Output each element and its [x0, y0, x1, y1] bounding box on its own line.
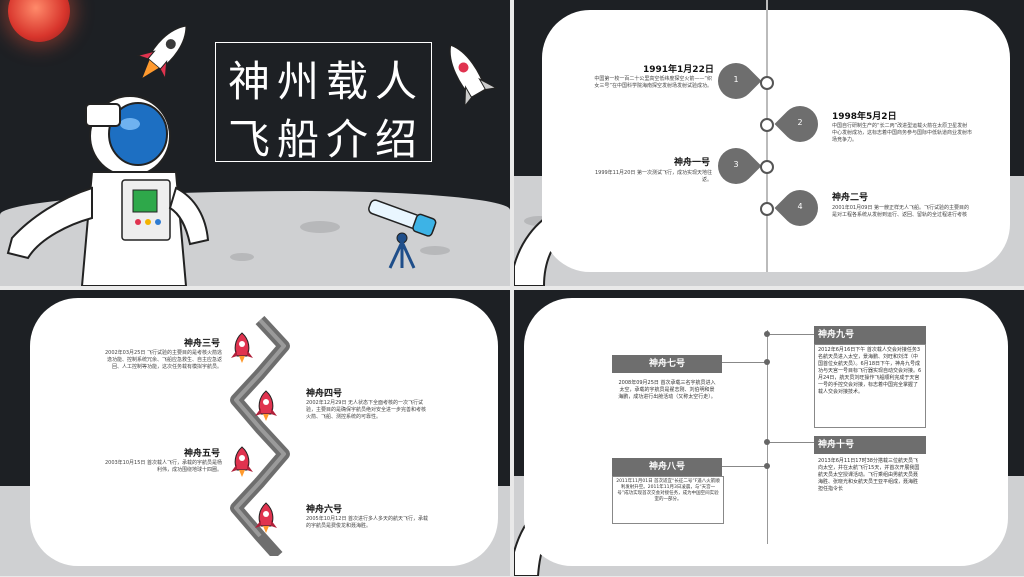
rocket-icon [231, 332, 253, 363]
rocket-icon [449, 43, 498, 108]
card-text: 2012年6月16日下午 首次载人交会对接任务3名航天员进入太空，景海鹏、刘旺和… [818, 347, 922, 395]
marker-number: 3 [733, 160, 739, 169]
timeline-chain [230, 316, 290, 556]
event-text: 2001年01月09日 第一艘正样无人飞船。飞行试验的主要目的是对工程各系统从发… [832, 205, 970, 218]
content-card [524, 298, 1008, 566]
rocket-icon [255, 390, 277, 421]
timeline-dot [764, 331, 770, 337]
event-date: 神舟二号 [832, 193, 869, 203]
event-text: 2003年10月15日 首次载人飞行，承载的宇航员是杨利伟，成功围绕地球十四圈。 [104, 460, 222, 473]
event-text: 2002年12月29日 无人状态下全面考核的一次飞行试验，主要目的是确保宇航员绝… [306, 400, 427, 420]
rocket-icon [135, 24, 187, 81]
event-text: 中国自行研制生产的“长二丙”改进型运载火箭在太原卫星发射中心发射成功，这标志着中… [832, 123, 973, 143]
timeline-dot [760, 160, 774, 174]
connector-line [767, 334, 815, 335]
card-text: 2013年6月11日17时38分搭载三位航天员飞向太空，并在太航飞行15天，并首… [818, 458, 920, 492]
card-title-bar: 神舟九号 [814, 326, 926, 344]
timeline-dot [760, 76, 774, 90]
card-title-bar: 神舟八号 [612, 458, 722, 476]
card-text: 2008年09月25日 首次承载三名宇航员进入太空，承载的宇航员是翟志刚、刘伯明… [618, 380, 716, 400]
timeline-axis [767, 330, 768, 544]
timeline-dot [760, 118, 774, 132]
marker-number: 4 [797, 202, 803, 211]
timeline-slide-1: 1991年1月22日 中国第一枚一百二十公里高空低纬度探空火箭——“织女三号”在… [514, 0, 1024, 286]
marker-number: 1 [733, 75, 739, 84]
event-title: 神舟四号 [306, 389, 343, 399]
card-box [814, 344, 926, 428]
timeline-dot [760, 202, 774, 216]
content-card [542, 10, 1010, 272]
rocket-icon [231, 446, 253, 477]
cards-slide: 神舟七号 2008年09月25日 首次承载三名宇航员进入太空，承载的宇航员是翟志… [514, 290, 1024, 576]
rocket-icon [255, 502, 277, 533]
telescope-icon [368, 199, 437, 269]
event-text: 1999年11月20日 第一次测试飞行，成功实现天地往返。 [594, 170, 712, 183]
event-title: 神舟五号 [184, 449, 221, 459]
connector-line [722, 362, 768, 363]
event-text: 中国第一枚一百二十公里高空低纬度探空火箭——“织女三号”在中国科学院海南探空发射… [594, 76, 712, 89]
title-slide: 神州载人 飞船介绍 [0, 0, 510, 286]
connector-line [722, 466, 768, 467]
marker-number: 2 [797, 118, 803, 127]
event-date: 1991年1月22日 [643, 65, 714, 75]
timeline-dot [764, 463, 770, 469]
event-text: 2005年10月12日 首次进行多人多天的航天飞行，承载的宇航员是费俊龙和聂海胜… [306, 516, 429, 529]
timeline-dot [764, 359, 770, 365]
card-text: 2011年11月01日 首次适宜“长征二号”F遥八火箭顺利发射升空。2011年1… [616, 479, 720, 502]
event-date: 1998年5月2日 [832, 112, 897, 122]
title-frame [215, 42, 432, 162]
planet-icon [8, 0, 70, 42]
card-box [612, 476, 724, 524]
card-title-bar: 神舟七号 [612, 355, 722, 373]
event-date: 神舟一号 [674, 158, 711, 168]
timeline-dot [764, 439, 770, 445]
event-text: 2002年03月25日 飞行试验的主要目的是考核火箭逃逸功能、控制系统冗余、飞船… [104, 350, 222, 370]
timeline-slide-2: 神舟三号 2002年03月25日 飞行试验的主要目的是考核火箭逃逸功能、控制系统… [0, 290, 510, 576]
astronaut-icon [6, 95, 210, 286]
title-line-2: 飞船介绍 [228, 115, 425, 164]
title-line-1: 神州载人 [228, 57, 425, 106]
event-title: 神舟六号 [306, 505, 343, 515]
card-title-bar: 神舟十号 [814, 436, 926, 454]
event-title: 神舟三号 [184, 339, 221, 349]
connector-line [767, 442, 815, 443]
timeline-axis [766, 0, 768, 272]
